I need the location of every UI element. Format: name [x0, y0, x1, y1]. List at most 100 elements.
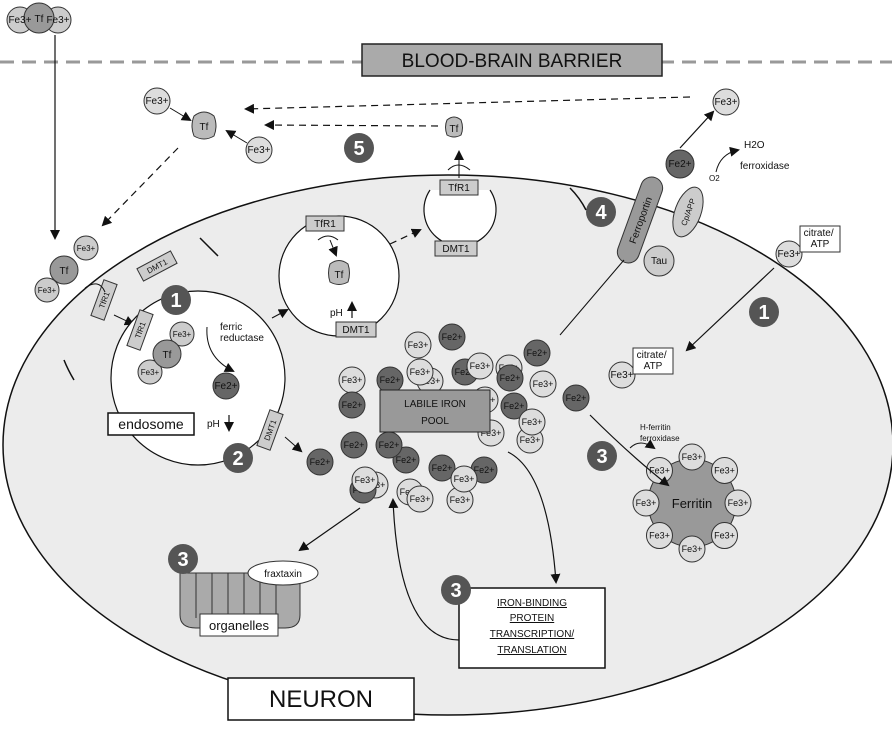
extracellular-tf: Fe3+ Tf Fe3+: [143, 87, 273, 164]
membrane-tf-complex: Fe3+ Fe3+ Tf TfR1 DMT1: [34, 235, 178, 326]
ion-label: Fe2+: [344, 440, 365, 450]
fe2-ion: Fe2+: [338, 391, 366, 419]
ion-label: Fe3+: [173, 330, 192, 339]
step-3-transcription-marker: 3: [450, 580, 461, 602]
tfr1-label: TfR1: [448, 183, 470, 194]
transcription-line-1: IRON-BINDING: [497, 598, 567, 609]
ion-label: Fe2+: [214, 381, 237, 392]
ion-label: Fe2+: [379, 440, 400, 450]
ion-label: Fe3+: [410, 367, 431, 377]
ion-label: Fe3+: [46, 15, 69, 26]
ion-label: Fe3+: [610, 370, 633, 381]
ion-label: Fe2+: [527, 348, 548, 358]
ion-label: Fe3+: [470, 361, 491, 371]
step-5-marker: 5: [344, 133, 374, 163]
ion-label: Fe3+: [714, 465, 735, 475]
neuron-label: NEURON: [269, 686, 373, 713]
ion-label: Fe3+: [714, 531, 735, 541]
bbb-title: BLOOD-BRAIN BARRIER: [402, 51, 623, 72]
ion-label: Fe2+: [342, 400, 363, 410]
fe2-ion: Fe2+: [306, 448, 334, 476]
ion-label: Fe3+: [355, 475, 376, 485]
h2o-label: H2O: [744, 140, 765, 151]
recycling-endosome: TfR1 Tf pH DMT1: [278, 215, 400, 338]
ion-label: Fe2+: [396, 455, 417, 465]
text-line: ATP: [811, 239, 830, 250]
ion-label: Fe3+: [682, 452, 703, 462]
fe2-ion: Fe2+: [500, 392, 528, 420]
fe2-ion: Fe2+: [375, 431, 403, 459]
fe3-ion: Fe3+: [518, 408, 546, 436]
neuron-label-box: NEURON: [227, 677, 415, 721]
endosome-label: endosome: [118, 416, 184, 432]
arrow-lip-to-ferroportin: [559, 259, 625, 336]
citrate-label: citrate/ ATP: [637, 350, 670, 372]
endosome: TfR1 Fe3+ Fe3+ Tf ferric reductase Fe2+ …: [107, 285, 303, 473]
ion-label: Fe2+: [380, 375, 401, 385]
ion-label: Fe3+: [520, 435, 541, 445]
ion-label: Fe3+: [481, 428, 502, 438]
exocytic-vesicle: TfR1 DMT1 Tf: [423, 116, 497, 257]
ion-label: Fe3+: [450, 495, 471, 505]
fe3-ion: Fe3+: [678, 535, 706, 563]
fe3-ion: Fe3+: [338, 366, 366, 394]
ion-label: Fe3+: [141, 368, 160, 377]
ion-label: Fe3+: [533, 379, 554, 389]
step-4-marker: 4: [595, 202, 607, 224]
ion-label: Fe3+: [342, 375, 363, 385]
ion-label: Fe3+: [777, 249, 800, 260]
ion-label: Fe2+: [474, 465, 495, 475]
membrane-pit-3: [569, 187, 587, 211]
transcription-box: IRON-BINDING PROTEIN TRANSCRIPTION/ TRAN…: [441, 575, 606, 669]
transcription-line-2: PROTEIN: [510, 613, 554, 624]
fe3-ion: Fe3+: [351, 466, 379, 494]
ion-label: Fe3+: [77, 244, 96, 253]
bbb-title-box: BLOOD-BRAIN BARRIER: [361, 43, 663, 77]
fe3-ion: Fe3+: [404, 331, 432, 359]
arrow-fe-return: [244, 96, 691, 114]
fe3-ion: Fe3+: [632, 489, 660, 517]
tf-label: Tf: [163, 350, 172, 361]
lip-box: LABILE IRON POOL: [379, 389, 491, 433]
ferritin-complex: H-ferritin ferroxidase Ferritin Fe3+Fe3+…: [587, 423, 752, 563]
ferritin-label: Ferritin: [672, 496, 712, 511]
step-3-ferritin-marker: 3: [596, 446, 607, 468]
ion-label: Fe3+: [522, 417, 543, 427]
citrate-complex-membrane: Fe3+ citrate/ ATP 1: [685, 225, 841, 352]
ion-label: Fe3+: [714, 97, 737, 108]
fe2-ion: Fe2+: [392, 446, 420, 474]
tfr1-label: TfR1: [314, 219, 336, 230]
ion-label: Fe3+: [8, 15, 31, 26]
ion-label: Fe2+: [310, 457, 331, 467]
arrow-tf-to-membrane: [101, 147, 179, 227]
fe3-ion: Fe3+: [724, 489, 752, 517]
ion-label: Fe2+: [566, 393, 587, 403]
membrane-pit-1: [199, 237, 219, 257]
ph-label: pH: [330, 308, 343, 319]
exported-fe3: Fe3+: [712, 88, 740, 116]
ion-label: Fe3+: [649, 465, 670, 475]
dmt1-label: DMT1: [442, 244, 470, 255]
citrate-label: citrate/ ATP: [804, 228, 837, 250]
citrate-complex-cytosol: Fe3+ citrate/ ATP: [608, 347, 674, 389]
ion-label: Fe2+: [455, 367, 476, 377]
text-line: reductase: [220, 333, 264, 344]
fe3-ion: Fe3+: [529, 370, 557, 398]
ion-label: Fe3+: [728, 498, 749, 508]
arrow-lip-to-transcription: [507, 451, 561, 584]
fe2-ion: Fe2+: [376, 366, 404, 394]
ion-label: Fe3+: [145, 96, 168, 107]
fe2-ion: Fe2+: [562, 384, 590, 412]
ion-label: Fe3+: [38, 286, 57, 295]
ion-label: Fe3+: [247, 145, 270, 156]
ph-label: pH: [207, 419, 220, 430]
ion-label: Fe3+: [410, 494, 431, 504]
reductase-line: ferric: [220, 322, 242, 333]
transcription-line-3: TRANSCRIPTION/: [490, 629, 575, 640]
text-line: ATP: [644, 361, 663, 372]
frataxin-label: fraxtaxin: [264, 569, 302, 580]
step-3-organelles-marker: 3: [177, 549, 188, 571]
fe3-ion: Fe3+: [678, 443, 706, 471]
fe3-ion: Fe3+: [450, 465, 478, 493]
